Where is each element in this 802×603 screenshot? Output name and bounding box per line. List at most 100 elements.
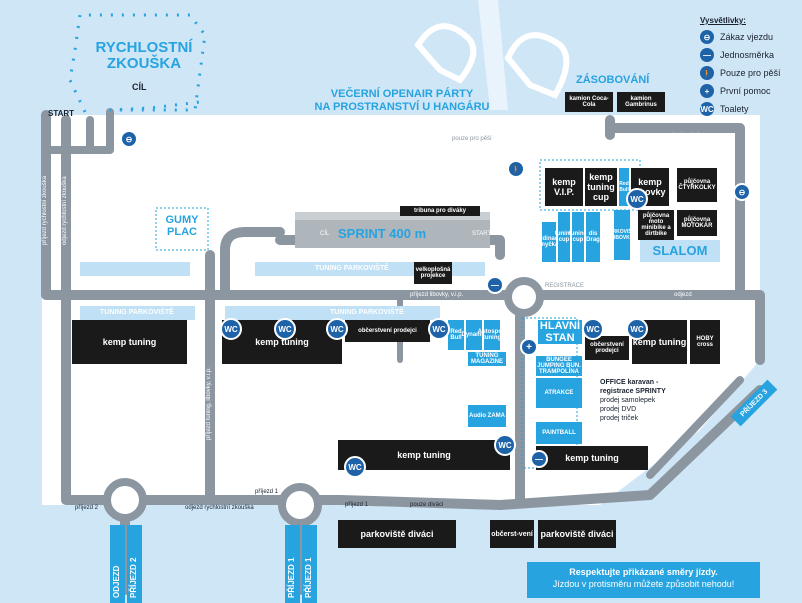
wc-icon: WC [700,102,714,116]
lane-odjezd [110,525,125,603]
office-caravan: OFFICE karavan - registrace SPRINTY prod… [600,379,666,422]
runway [478,0,508,110]
tuning-magazine: TUNING MAGAZINE [468,352,506,366]
lane-prijezd-1a [285,525,300,603]
sprint-track-top [295,212,490,220]
first-aid-icon: + [700,84,714,98]
lane-label-prijezd-2: PŘÍJEZD 2 [129,557,138,598]
road-label-prijezd-sprint: příjezd sprint [516,237,522,272]
lane-prijezd-1b [302,525,317,603]
one-way-icon: — [486,276,504,294]
pujcovna-moto: půjčovna moto minibike a dirtbike [638,210,674,240]
finish-label: CÍL [132,82,147,92]
sprint-cil: CÍL [320,231,330,237]
legend-item-wc: WC Toalety [700,102,749,116]
legend-item-no-entry: ⊖ Zákaz vjezdu [700,30,773,44]
start-label: START [48,109,75,118]
roundabout-left [103,478,147,522]
parkoviste-libovky: PARKOVIŠTĚ LIBOVKY [606,210,638,260]
tuning-parking-1: TUNING PARKOVIŠTĚ [315,265,389,272]
one-way-icon: — [530,450,548,468]
hoby-cross: HOBY cross [690,320,720,364]
lane-prijezd-2 [127,525,142,603]
gumy-plac-area [155,207,209,251]
bungee-jumping: BUNGEE JUMPING BUN. TRAMPOLÍNA [536,356,582,376]
sprint-label: SPRINT 400 m [338,226,427,241]
wc-icon: WC [220,318,242,340]
kemp-tuning-bottom-right: kemp tuning [536,446,648,470]
lane-label-prijezd-1b: PŘÍJEZD 1 [304,557,313,598]
obcerstveni-prodejci-center: občerstvení prodejci [345,320,430,342]
obcerstveni-prodejci-right: občerstvení prodejci [585,336,629,360]
tuning-parking-3: TUNING PARKOVIŠTĚ [330,309,404,316]
road-label-prijezd-1: příjezd 1 [255,489,279,495]
hangar-left [414,23,477,84]
wc-icon: WC [582,318,604,340]
wc-icon: WC [626,188,648,210]
truck-coca-cola: kamion Coca-Cola [565,92,613,112]
one-way-icon: — [700,48,714,62]
pedestrian-icon: 🚶 [700,66,714,80]
wc-icon: WC [274,318,296,340]
road-label-odjezd-rz-v: odjezd rychlostní zkouška [62,176,68,245]
sprint-start: START [472,231,492,237]
parkoviste-divaci-right: parkoviště diváci [538,520,616,548]
legend-title: Vysvětlivky: [700,16,746,25]
speed-test-title: RYCHLOSTNÍ ZKOUŠKA [95,39,193,72]
wc-icon: WC [344,456,366,478]
pedestrian-icon: 🚶 [507,160,525,178]
road-label-supply: pouze pro zásobování [640,133,700,139]
hangar-right [504,32,570,99]
big-screen: velkoplošná projekce [414,262,452,284]
roundabout-main [504,277,544,317]
parkoviste-divaci-left: parkoviště diváci [338,520,456,548]
road-label-prijezd-tuning: příjezd tuning, libovky, v.i.p. [206,367,212,440]
small-label-4: dis Drag [586,212,600,262]
wc-icon: WC [428,318,450,340]
wc-icon: WC [494,434,516,456]
lane-label-prijezd-1a: PŘÍJEZD 1 [287,557,296,598]
atrakce: ATRAKCE [536,378,582,408]
kemp-tuning-cup: kemp tuning cup [585,168,617,206]
small-label-1: ordinace myčka [537,222,562,262]
gumy-plac-label: GUMY PLAC [165,214,199,238]
legend-item-pedestrian: 🚶 Pouze pro pěší [700,66,781,80]
wc-icon: WC [326,318,348,340]
spectator-stand: tribuna pro diváky [400,206,480,216]
pujcovna-ctyrkolky: půjčovna ČTYŘKOLKY [677,168,717,202]
road-label-registrace: REGISTRACE [545,283,585,289]
wc-icon: WC [626,318,648,340]
road-label-pedestrian: pouze pro pěší [452,136,492,142]
road-label-prijezd-1b: příjezd 1 [345,502,369,508]
no-entry-icon: ⊖ [120,130,138,148]
small-label-3: tuning cup [569,212,587,262]
truck-gambrinus: kamion Gambrinus [617,92,665,112]
sprint-track [295,220,490,248]
obcerstveni-bottom: občerst-vení [490,520,534,548]
road-label-pouze-divaci: pouze diváci [410,502,444,508]
hlavni-stan-label: HLAVNÍ STAN [538,320,582,344]
pujcovna-motokar: půjčovna MOTOKÁR [677,210,717,236]
notice-banner: Respektujte přikázané směry jízdy. Jízdo… [527,562,760,598]
legend-item-first-aid: + První pomoc [700,84,771,98]
road-label-prijezd-2: příjezd 2 [75,505,99,511]
party-title: VEČERNÍ OPENAIR PÁRTY NA PROSTRANSTVÍ U … [314,88,490,113]
legend: Vysvětlivky: ⊖ Zákaz vjezdu — Jednosměrk… [700,16,800,116]
small-label-2: tuning cup [555,212,573,262]
lane-label-odjezd: ODJEZD [112,565,121,598]
paintball: PAINTBALL [536,422,582,444]
small-label-red-bull: Red Bull [448,320,464,350]
road-label-odjezd-rz: odjezd rychlostní zkouška [185,505,254,511]
no-entry-icon: ⊖ [700,30,714,44]
road-label-prijezd-libovky: příjezd libovky, v.i.p. [410,292,464,298]
legend-item-one-way: — Jednosměrka [700,48,774,62]
slalom-label: SLALOM [640,240,720,262]
kemp-tuning-bottom: kemp tuning [338,440,510,470]
roundabout-middle [278,483,322,527]
kemp-vip: kemp V.I.P. [545,168,583,206]
no-entry-icon: ⊖ [733,183,751,201]
road-label-prijezd-rz: příjezd rychlostní zkouška [42,175,48,245]
kemp-tuning-left: kemp tuning [72,320,187,364]
red-bull-tent: Red Bull [619,168,629,206]
supply-title: ZÁSOBOVÁNÍ [576,74,650,86]
